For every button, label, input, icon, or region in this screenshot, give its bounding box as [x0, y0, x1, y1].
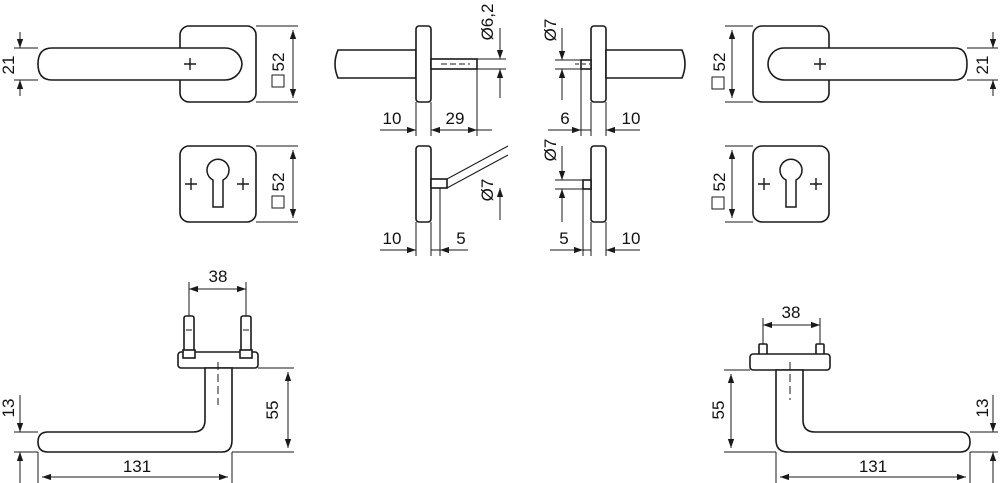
side-view-left: 38 55 13 131: [0, 267, 294, 483]
dim-29-spindle: 29: [446, 109, 465, 128]
lever-grip-section: [334, 49, 417, 79]
dim-52-mid-right: 52: [710, 173, 729, 192]
dim-55-right: 55: [709, 401, 728, 420]
side-view-right: 38 55 13 131: [709, 303, 998, 483]
dim-38-right: 38: [782, 303, 801, 322]
lever-body: [37, 367, 233, 453]
dim-10-spindle-tr: 10: [622, 109, 641, 128]
screw-mark: [185, 178, 249, 190]
rose-section: [590, 145, 607, 223]
lever-grip: [37, 47, 243, 81]
lever-grip: [767, 47, 968, 81]
cylinder-pin: [430, 178, 448, 189]
spindle-detail-top-left: Ø6,2 10 29: [334, 4, 506, 136]
dim-21-right: 21: [973, 56, 992, 75]
dim-d7-bl: Ø7: [478, 179, 497, 202]
dim-38-left: 38: [209, 267, 228, 286]
top-right-cylinder-rose-view: 52: [710, 145, 830, 223]
dim-d62: Ø6,2: [478, 4, 497, 41]
dim-52-mid-left: 52: [269, 173, 288, 192]
square-symbol: [711, 76, 725, 90]
dim-d7-tr: Ø7: [541, 19, 560, 42]
socket: [582, 179, 592, 190]
rose-section: [415, 145, 432, 223]
screw-mark: [814, 58, 826, 70]
dim-10-spindle-bl: 10: [383, 229, 402, 248]
square-symbol: [271, 195, 285, 209]
dim-52-top-right: 52: [710, 53, 729, 72]
dim-5-spindle-br: 5: [559, 229, 568, 248]
fixing-pin: [240, 315, 252, 355]
dim-55-left: 55: [263, 401, 282, 420]
keyhole-profile: [206, 158, 230, 208]
rose-section: [415, 25, 432, 103]
dim-21-left: 21: [0, 56, 18, 75]
screw-mark: [758, 178, 822, 190]
dim-d7-br: Ø7: [541, 139, 560, 162]
spindle-detail-bottom-left: Ø7 10 5: [380, 145, 509, 256]
dim-131-left: 131: [123, 457, 151, 476]
dim-131-right: 131: [859, 457, 887, 476]
rose-section: [590, 25, 607, 103]
lever-grip-section: [605, 49, 686, 79]
top-right-lever-view: 21 52: [710, 25, 998, 103]
dim-13-right: 13: [973, 399, 992, 418]
dim-5-spindle-bl: 5: [456, 229, 465, 248]
screw-mark: [184, 58, 196, 70]
fixing-pin: [183, 315, 195, 355]
spindle-detail-bottom-right: Ø7 5 10: [541, 139, 640, 256]
dim-10-spindle-tl: 10: [383, 109, 402, 128]
pin-head: [182, 349, 196, 359]
square-symbol: [271, 74, 285, 88]
dim-10-spindle-br: 10: [622, 229, 641, 248]
square-symbol: [711, 196, 725, 210]
top-left-lever-view: 21 52: [0, 25, 298, 103]
dim-6-spindle-tr: 6: [560, 109, 569, 128]
pin-head: [239, 349, 253, 359]
dim-52-top-left: 52: [269, 53, 288, 72]
lever-body: [775, 369, 971, 453]
spindle-detail-top-right: Ø7 6 10: [541, 19, 686, 136]
dim-13-left: 13: [0, 399, 18, 418]
top-left-cylinder-rose-view: 52: [179, 145, 298, 223]
keyhole-profile: [779, 158, 803, 208]
